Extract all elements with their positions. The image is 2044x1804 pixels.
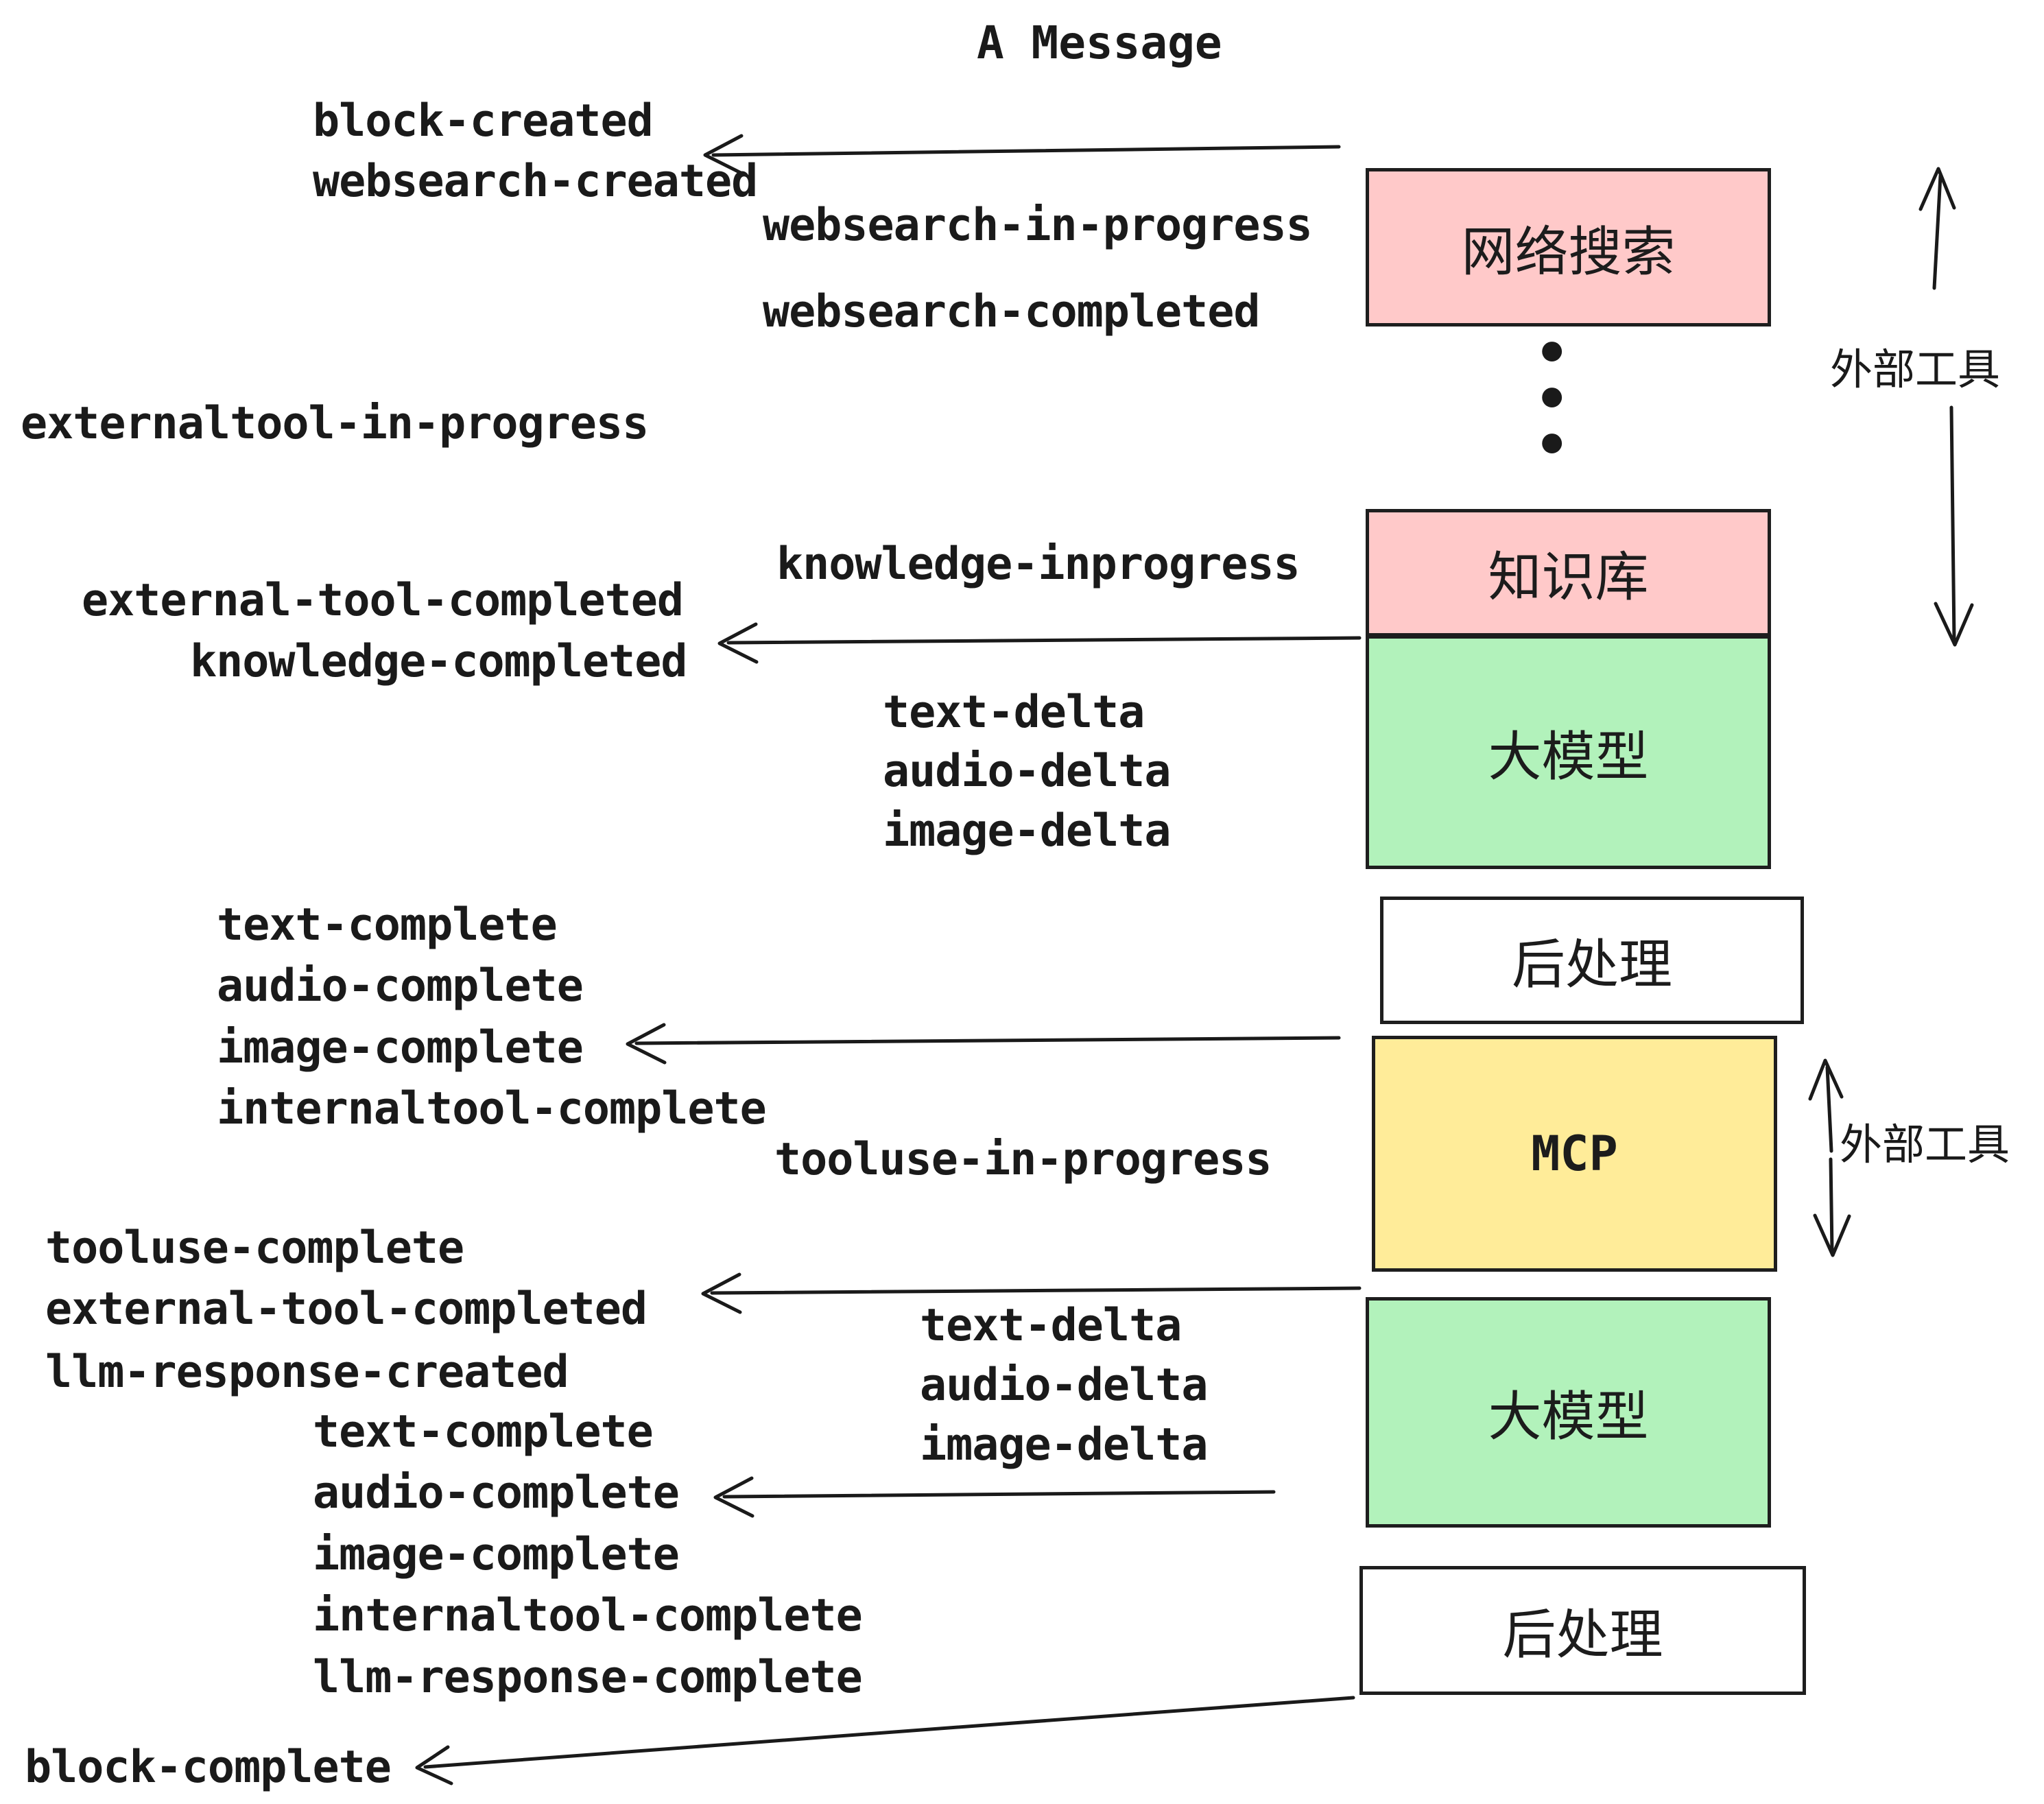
diagram-title: A Message [977,16,1222,69]
event-image-complete-2: image-complete [313,1529,680,1580]
external-tools-up-arrow-2 [1808,1058,1844,1153]
event-websearch-completed: websearch-completed [763,286,1261,337]
arrow-to-knowledge-completed [717,622,1362,664]
event-text-delta-2: text-delta [920,1300,1182,1351]
event-knowledge-inprogress: knowledge-inprogress [776,538,1300,590]
ellipsis-dot: • [1535,367,1569,433]
event-block-complete: block-complete [25,1742,392,1793]
event-websearch-in-progress: websearch-in-progress [763,200,1313,251]
event-audio-delta-2: audio-delta [920,1360,1208,1411]
box-postprocess-2-label: 后处理 [1502,1604,1663,1665]
event-llm-response-created: llm-response-created [45,1346,569,1398]
ellipsis-dot: • [1535,321,1569,386]
event-audio-complete: audio-complete [217,960,584,1012]
external-tools-up-arrow-1 [1918,167,1956,290]
box-llm-1: 大模型 [1366,635,1771,869]
event-image-delta-2: image-delta [920,1419,1208,1471]
external-tools-down-arrow-2 [1813,1157,1851,1257]
box-mcp: MCP [1372,1036,1777,1272]
arrow-to-block-complete [415,1696,1355,1785]
box-llm-2: 大模型 [1366,1297,1771,1528]
external-tools-label-1: 外部工具 [1830,346,2001,394]
arrow-to-external-tool-completed [701,1272,1362,1314]
event-text-complete-2: text-complete [313,1406,654,1458]
ellipsis-dots: • • • [1535,321,1569,479]
external-tools-label-2: 外部工具 [1840,1121,2010,1169]
event-text-delta: text-delta [883,687,1145,738]
event-llm-response-complete: llm-response-complete [313,1652,863,1703]
box-knowledge: 知识库 [1366,509,1771,637]
event-block-created: block-created [313,95,654,147]
event-audio-delta: audio-delta [883,746,1171,797]
arrow-to-audio-complete [713,1476,1276,1518]
event-external-tool-completed: external-tool-completed [82,575,684,626]
box-websearch: 网络搜索 [1366,168,1771,327]
box-postprocess-1-label: 后处理 [1511,934,1672,995]
box-llm-1-label: 大模型 [1488,726,1649,787]
box-llm-2-label: 大模型 [1488,1386,1649,1447]
event-internaltool-complete-2: internaltool-complete [313,1590,863,1641]
event-knowledge-completed: knowledge-completed [190,636,688,687]
event-image-delta: image-delta [883,805,1171,857]
external-tools-down-arrow-1 [1934,405,1974,647]
box-mcp-label: MCP [1531,1126,1618,1182]
box-websearch-label: 网络搜索 [1461,221,1676,282]
box-knowledge-label: 知识库 [1488,547,1649,607]
event-external-tool-completed-2: external-tool-completed [45,1283,647,1335]
event-image-complete: image-complete [217,1022,584,1073]
arrow-to-image-complete [626,1023,1341,1065]
box-postprocess-2: 后处理 [1359,1566,1806,1695]
box-postprocess-1: 后处理 [1380,897,1804,1024]
event-tooluse-in-progress: tooluse-in-progress [774,1134,1272,1185]
event-text-complete: text-complete [217,899,558,951]
event-tooluse-complete: tooluse-complete [45,1222,464,1274]
ellipsis-dot: • [1535,413,1569,479]
event-audio-complete-2: audio-complete [313,1467,680,1519]
event-externaltool-in-progress: externaltool-in-progress [21,398,649,449]
arrow-to-websearch-created [703,134,1341,176]
event-websearch-created: websearch-created [313,156,758,207]
event-internaltool-complete: internaltool-complete [217,1083,767,1135]
